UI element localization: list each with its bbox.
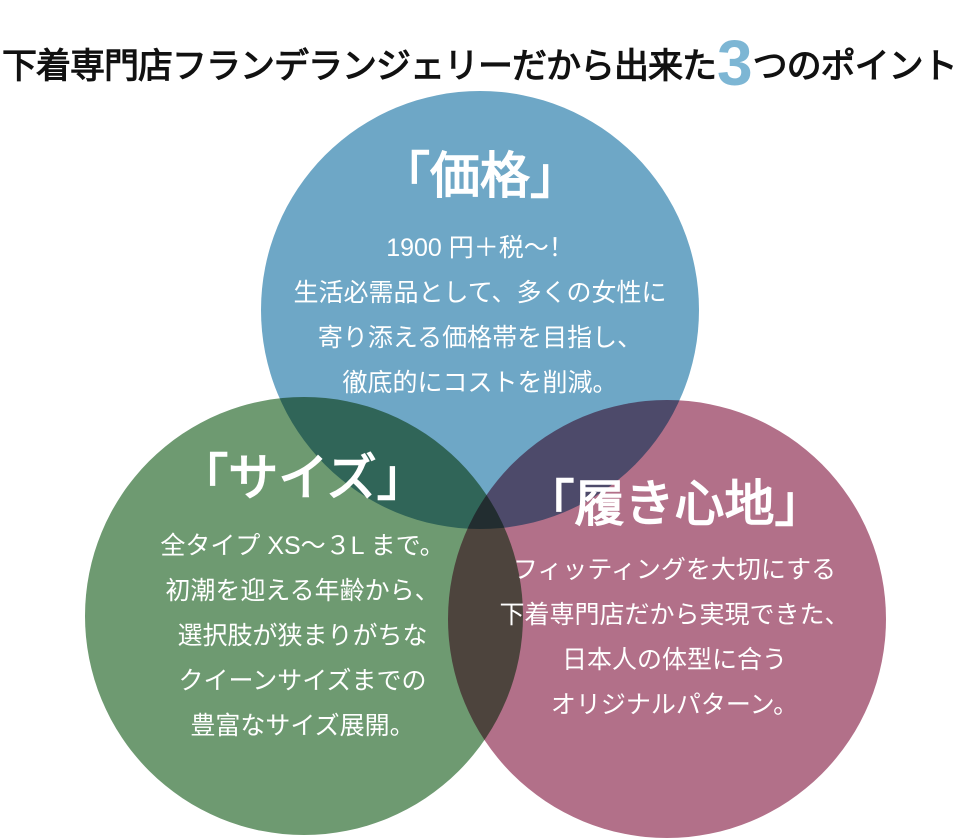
- title-prefix: 下着専門店フランデランジェリーだから出来た: [2, 46, 717, 86]
- comfort-line: オリジナルパターン。: [550, 690, 799, 719]
- price-text-block: 「価格」 1900 円＋税〜！ 生活必需品として、多くの女性に 寄り添える価格帯…: [230, 148, 730, 406]
- size-text-block: 「サイズ」 全タイプ XS〜３L まで。 初潮を迎える年齢から、 選択肢が狭まり…: [80, 450, 525, 749]
- comfort-heading: 「履き心地」: [524, 476, 825, 532]
- price-heading: 「価格」: [380, 148, 580, 204]
- comfort-line: フィッティングを大切にする: [512, 555, 837, 584]
- comfort-circle: [448, 400, 886, 838]
- comfort-line: 日本人の体型に合う: [561, 645, 787, 674]
- size-line: 全タイプ XS〜３L まで。: [160, 531, 445, 560]
- size-line: 選択肢が狭まりがちな: [177, 621, 428, 650]
- comfort-line: 下着専門店だから実現できた、: [499, 600, 850, 629]
- price-line: 1900 円＋税〜！: [386, 233, 574, 262]
- title-suffix: つのポイント: [752, 46, 958, 86]
- size-heading: 「サイズ」: [178, 450, 427, 506]
- price-line: 生活必需品として、多くの女性に: [293, 278, 667, 307]
- price-line: 寄り添える価格帯を目指し、: [317, 323, 643, 352]
- comfort-text-block: 「履き心地」 フィッティングを大切にする 下着専門店だから実現できた、 日本人の…: [442, 476, 907, 728]
- size-line: クイーンサイズまでの: [178, 666, 427, 695]
- price-line: 徹底的にコストを削減。: [342, 368, 618, 397]
- size-line: 初潮を迎える年齢から、: [165, 576, 440, 605]
- title-number: 3: [717, 27, 753, 100]
- size-line: 豊富なサイズ展開。: [190, 711, 415, 740]
